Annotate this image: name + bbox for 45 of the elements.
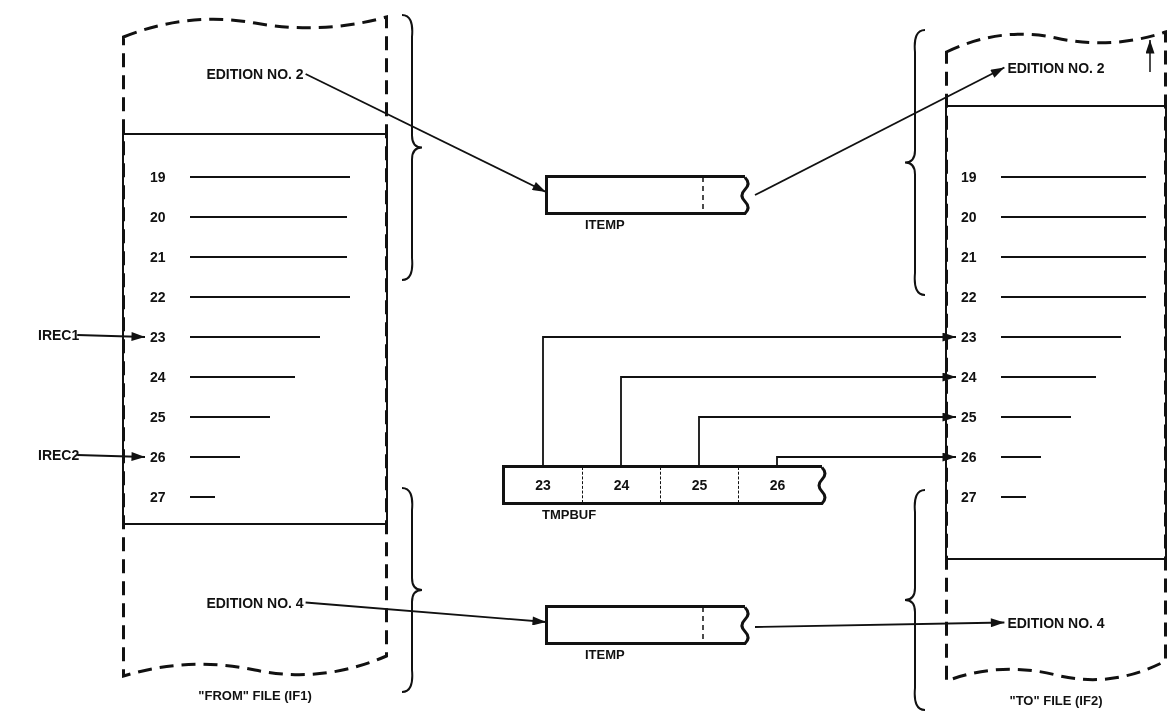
record-number: 23: [150, 329, 167, 345]
arrow: [620, 372, 957, 468]
record-number: 22: [961, 289, 978, 305]
file-caption: "TO" FILE (IF2): [1008, 693, 1104, 708]
record-number: 20: [150, 209, 167, 225]
arrow: [542, 332, 957, 468]
buffer-label: ITEMP: [585, 647, 625, 662]
pointer-label: IREC1: [38, 323, 80, 347]
buffer-slot: 25: [660, 467, 738, 503]
section-title: EDITION NO. 2: [945, 30, 1167, 105]
record-number: 21: [961, 249, 978, 265]
record-number: 19: [961, 169, 978, 185]
buffer-label: ITEMP: [585, 217, 625, 232]
record-number: 20: [961, 209, 978, 225]
arrow: [304, 601, 547, 626]
record-block: [945, 105, 1167, 560]
record-number: 24: [150, 369, 167, 385]
file-caption: "FROM" FILE (IF1): [197, 688, 313, 703]
arrow: [754, 66, 1006, 196]
record-number: 25: [961, 409, 978, 425]
buffer-label: TMPBUF: [542, 507, 597, 522]
record-number: 25: [150, 409, 167, 425]
arrow: [776, 452, 957, 468]
record-number: 19: [150, 169, 167, 185]
record-number: 26: [961, 449, 978, 465]
section-title: EDITION NO. 2: [122, 15, 388, 133]
record-number: 21: [150, 249, 167, 265]
record-number: 22: [150, 289, 167, 305]
buffer-slot: 24: [582, 467, 660, 503]
record-number: 24: [961, 369, 978, 385]
arrow: [304, 73, 547, 193]
arrow: [698, 412, 957, 468]
record-number: 23: [961, 329, 978, 345]
buffer-slot: 26: [738, 467, 816, 503]
section-title: EDITION NO. 4: [122, 525, 388, 680]
buffer-slot: 23: [504, 467, 582, 503]
arrow: [76, 452, 146, 462]
record-number: 27: [150, 489, 167, 505]
record-block: [122, 133, 388, 525]
arrow: [754, 618, 1006, 628]
record-number: 27: [961, 489, 978, 505]
arrow: [76, 332, 146, 342]
pointer-label: IREC2: [38, 443, 80, 467]
section-title: EDITION NO. 4: [945, 560, 1167, 685]
record-number: 26: [150, 449, 167, 465]
